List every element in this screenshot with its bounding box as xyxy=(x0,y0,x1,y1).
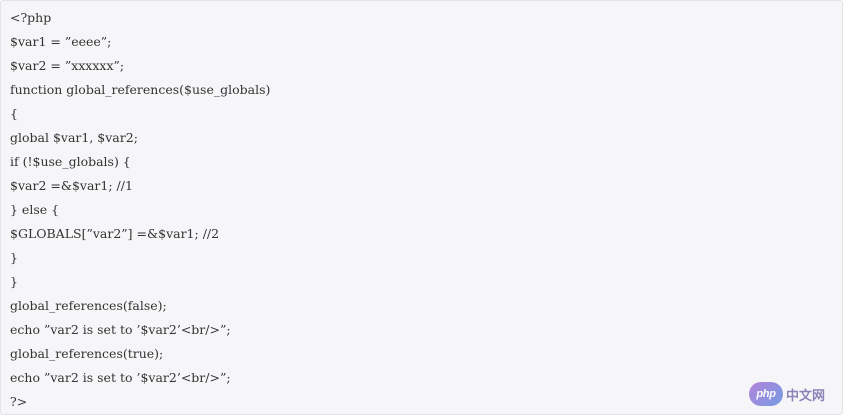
code-line: function global_references($use_globals) xyxy=(10,82,271,97)
code-line: $GLOBALS[”var2”] =&$var1; //2 xyxy=(10,226,220,241)
code-line: <?php xyxy=(10,10,52,25)
code-line: $var2 = ”xxxxxx”; xyxy=(10,58,125,73)
code-line: global_references(false); xyxy=(10,298,167,313)
code-line: } xyxy=(10,274,18,289)
code-line: echo ”var2 is set to ’$var2’<br/>”; xyxy=(10,370,231,385)
code-line: $var1 = ”eeee”; xyxy=(10,34,112,49)
code-line: { xyxy=(10,106,18,121)
code-line: global_references(true); xyxy=(10,346,164,361)
code-line: global $var1, $var2; xyxy=(10,130,138,145)
php-logo-icon: php xyxy=(749,382,783,406)
code-line: } xyxy=(10,250,18,265)
code-line: echo ”var2 is set to ’$var2’<br/>”; xyxy=(10,322,231,337)
code-line: ?> xyxy=(10,394,28,409)
code-line: $var2 =&$var1; //1 xyxy=(10,178,133,193)
code-line: } else { xyxy=(10,202,60,217)
watermark-site-text: 中文网 xyxy=(786,387,826,403)
code-lines: <?php $var1 = ”eeee”; $var2 = ”xxxxxx”; … xyxy=(10,8,271,414)
site-watermark: php 中文网 xyxy=(749,380,834,408)
code-line: if (!$use_globals) { xyxy=(10,154,131,169)
